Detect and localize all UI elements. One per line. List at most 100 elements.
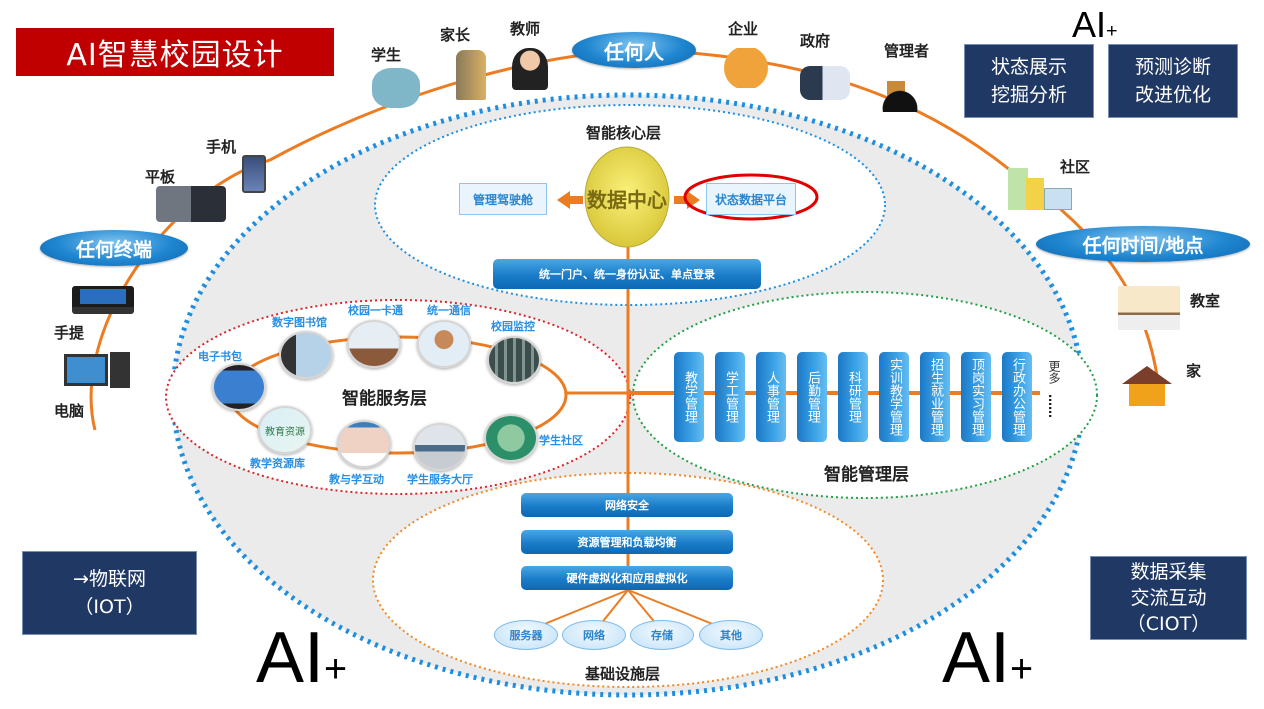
prediction-box: 预测诊断 改进优化 — [1108, 44, 1238, 118]
teach-learn-image[interactable] — [337, 420, 391, 468]
box-line: →物联网 — [73, 568, 146, 590]
laptop-screen — [80, 289, 126, 304]
roof-shape — [1122, 366, 1172, 384]
ai-text: AI — [942, 618, 1011, 698]
infra-network[interactable]: 网络 — [562, 620, 626, 650]
label-classroom: 教室 — [1190, 292, 1221, 310]
management-modules: 教学管理学工管理人事管理后勤管理科研管理实训教学管理招生就业管理顶岗实习管理行政… — [674, 352, 1032, 442]
label-manager: 管理者 — [884, 42, 930, 60]
label-teach-learn: 教与学互动 — [329, 473, 384, 486]
box-line: 挖掘分析 — [990, 84, 1067, 106]
home-icon — [1122, 366, 1172, 406]
infra-server[interactable]: 服务器 — [494, 620, 558, 650]
label-teacher: 教师 — [510, 20, 541, 38]
box-line: 交流互动 — [1130, 587, 1207, 609]
more-label[interactable]: 更多 — [1047, 360, 1061, 384]
ai-plus-bottom-right: AI+ — [942, 618, 1033, 709]
ai-plus-bottom-left: AI+ — [256, 618, 347, 709]
box-line: 数据采集 — [1130, 561, 1207, 583]
campus-card-image[interactable] — [347, 320, 401, 368]
resource-load-balance-bar: 资源管理和负载均衡 — [521, 530, 733, 554]
service-hall-image[interactable] — [413, 423, 467, 471]
management-module[interactable]: 后勤管理 — [797, 352, 827, 442]
infra-fan-lines — [541, 589, 716, 626]
management-module[interactable]: 人事管理 — [756, 352, 786, 442]
label-tablet: 平板 — [145, 168, 176, 186]
virtualization-bar: 硬件虚拟化和应用虚拟化 — [521, 566, 733, 590]
digital-library-image[interactable] — [279, 331, 333, 379]
desktop-icon — [64, 352, 136, 394]
box-line: 改进优化 — [1134, 84, 1211, 106]
label-phone: 手机 — [206, 138, 237, 156]
management-module[interactable]: 顶岗实习管理 — [961, 352, 991, 442]
government-icon — [800, 66, 850, 100]
label-digital-library: 数字图书馆 — [272, 316, 327, 329]
student-icon — [372, 68, 420, 108]
label-teaching-resource-library: 教学资源库 — [250, 457, 305, 470]
management-module[interactable]: 实训教学管理 — [879, 352, 909, 442]
infra-storage[interactable]: 存储 — [630, 620, 694, 650]
laptop-icon — [72, 286, 134, 314]
label-laptop: 手提 — [54, 324, 85, 342]
portal-sso-bar: 统一门户、统一身份认证、单点登录 — [493, 259, 761, 289]
student-community-image[interactable] — [484, 414, 538, 462]
tablet-icon — [156, 186, 226, 222]
plus-text: + — [324, 647, 348, 691]
label-student: 学生 — [371, 46, 402, 64]
management-module[interactable]: 行政办公管理 — [1002, 352, 1032, 442]
plus-text: + — [1106, 20, 1118, 42]
plus-text: + — [1010, 647, 1034, 691]
ai-plus-top-right: AI+ — [1072, 4, 1118, 46]
data-center-egg — [584, 146, 670, 248]
box-line: （CIOT） — [1126, 613, 1211, 635]
service-layer-title: 智能服务层 — [342, 389, 427, 409]
label-enterprise: 企业 — [728, 20, 759, 38]
management-module[interactable]: 教学管理 — [674, 352, 704, 442]
core-layer-title: 智能核心层 — [586, 124, 662, 142]
page-title: AI智慧校园设计 — [16, 28, 334, 76]
data-center-label: 数据中心 — [587, 188, 667, 212]
classroom-icon — [1118, 286, 1180, 330]
enterprise-icon — [716, 48, 776, 88]
manager-icon — [870, 78, 930, 112]
tower-shape — [110, 352, 130, 388]
box-line: 预测诊断 — [1134, 56, 1211, 78]
campus-monitoring-image[interactable] — [487, 336, 541, 384]
phone-icon — [242, 155, 266, 193]
label-student-community: 学生社区 — [539, 434, 583, 447]
ai-text: AI — [256, 618, 325, 698]
building-shape — [1044, 188, 1072, 210]
label-community: 社区 — [1060, 158, 1091, 176]
network-security-bar: 网络安全 — [521, 493, 733, 517]
e-schoolbag-image[interactable] — [212, 363, 266, 411]
label-campus-monitoring: 校园监控 — [491, 320, 535, 333]
management-cockpit-box[interactable]: 管理驾驶舱 — [459, 183, 547, 215]
more-ellipsis: …… — [1046, 394, 1060, 418]
infra-other[interactable]: 其他 — [699, 620, 763, 650]
ai-text: AI — [1072, 4, 1107, 45]
house-body — [1129, 384, 1165, 406]
ciot-box: 数据采集 交流互动 （CIOT） — [1090, 556, 1247, 640]
management-module[interactable]: 科研管理 — [838, 352, 868, 442]
parent-icon — [456, 50, 486, 100]
management-layer-title: 智能管理层 — [824, 465, 909, 485]
any-terminal-pill: 任何终端 — [40, 230, 188, 266]
anyone-pill: 任何人 — [572, 32, 696, 68]
status-analysis-box: 状态展示 挖掘分析 — [964, 44, 1094, 118]
unified-communication-image[interactable] — [417, 320, 471, 368]
label-parent: 家长 — [440, 26, 471, 44]
monitor-shape — [64, 354, 108, 386]
label-home: 家 — [1186, 362, 1202, 380]
highlight-ring — [683, 173, 819, 221]
box-line: （IOT） — [74, 596, 145, 618]
edu-resources-image[interactable]: 教育资源 — [258, 406, 312, 454]
label-campus-card: 校园一卡通 — [348, 304, 403, 317]
status-data-platform-box[interactable]: 状态数据平台 — [706, 183, 796, 215]
management-module[interactable]: 学工管理 — [715, 352, 745, 442]
label-e-schoolbag: 电子书包 — [198, 350, 242, 363]
management-module[interactable]: 招生就业管理 — [920, 352, 950, 442]
iot-box: →物联网 （IOT） — [22, 551, 197, 635]
edu-resources-text: 教育资源 — [265, 426, 305, 438]
community-icon — [1002, 166, 1074, 212]
building-shape — [1026, 178, 1044, 210]
